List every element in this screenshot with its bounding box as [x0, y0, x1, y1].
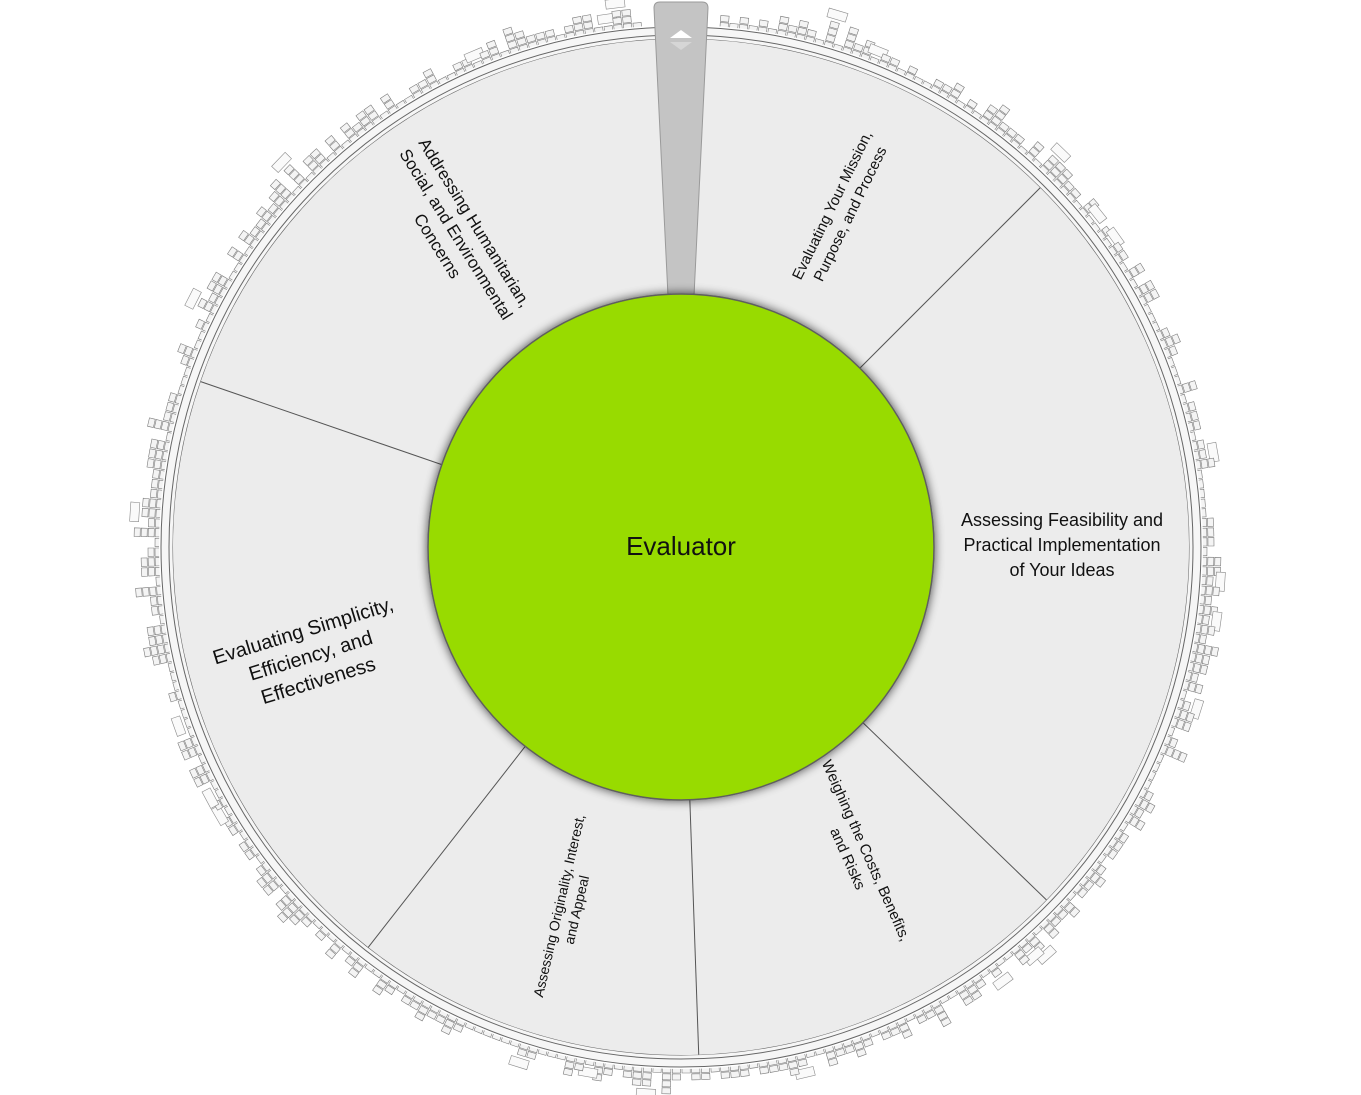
- segments: [173, 38, 1189, 1055]
- segment-divider: [367, 746, 526, 948]
- segment-wedge[interactable]: [173, 381, 526, 948]
- segment-wedge[interactable]: [689, 722, 1047, 1055]
- segment-wedge[interactable]: [368, 746, 699, 1055]
- wheel-pointer[interactable]: [653, 1, 709, 297]
- segment-divider: [200, 381, 442, 466]
- pointer-handle[interactable]: [653, 1, 709, 297]
- segment-divider: [689, 799, 700, 1055]
- segment-wedge[interactable]: [859, 187, 1189, 900]
- chevron-up-down-icon[interactable]: [670, 30, 692, 50]
- segment-label-line: of Your Ideas: [1009, 560, 1114, 580]
- center-label: Evaluator: [626, 531, 736, 561]
- segment-divider: [862, 722, 1047, 901]
- segment-divider: [859, 187, 1041, 369]
- center-circle[interactable]: [427, 293, 935, 801]
- center-hub[interactable]: Evaluator: [427, 293, 935, 801]
- segment-label-line: Practical Implementation: [963, 535, 1160, 555]
- segment-wedge[interactable]: [200, 38, 699, 465]
- segment-label-line: Assessing Feasibility and: [961, 510, 1163, 530]
- segment-wedge[interactable]: [689, 39, 1041, 369]
